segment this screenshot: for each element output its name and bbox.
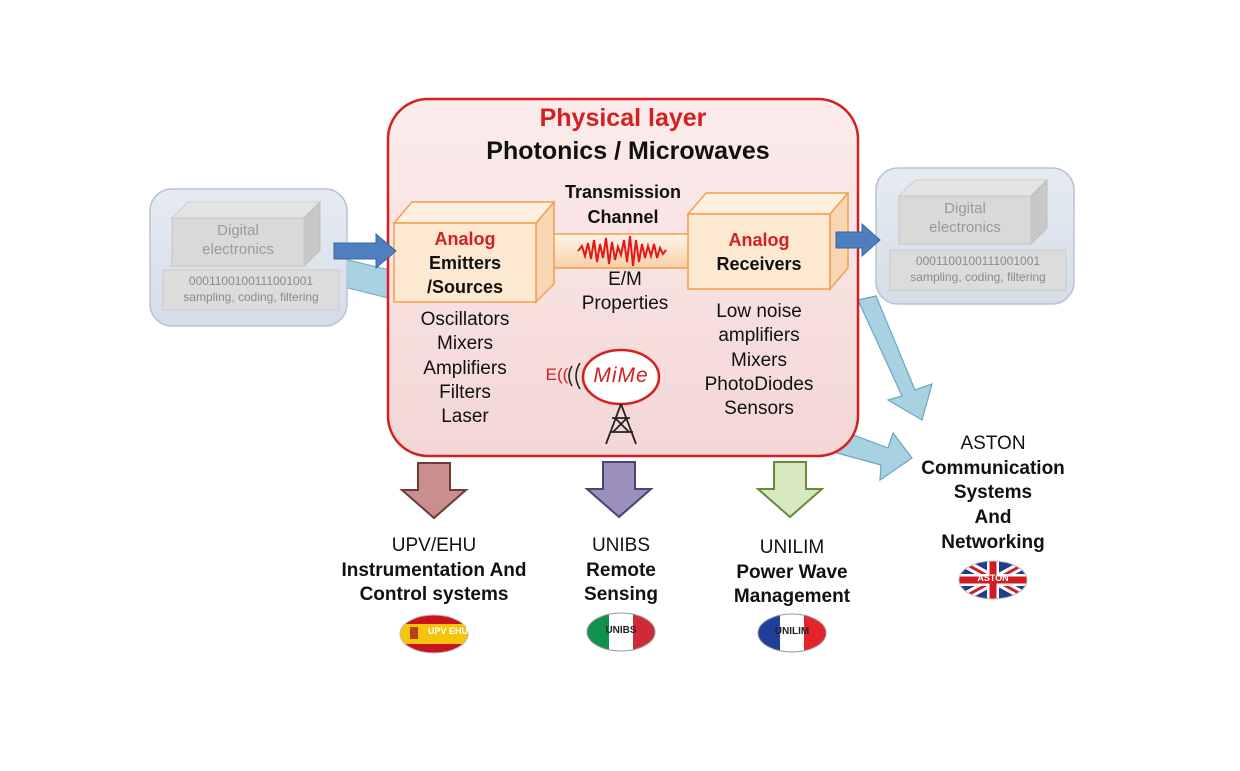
partner-aston-line1: Communication xyxy=(921,457,1065,479)
flag-spain-label: UPV EHU xyxy=(427,626,468,636)
physical-layer-title: Physical layer xyxy=(539,104,707,132)
receiver-item: Mixers xyxy=(731,349,787,371)
partner-aston-line4: Networking xyxy=(941,531,1045,553)
em-properties-label: Properties xyxy=(581,293,669,314)
receivers-label: Receivers xyxy=(716,254,802,274)
flag-france-label: UNILIM xyxy=(774,626,810,637)
digital-left-title-2: electronics xyxy=(202,240,274,258)
mime-tower-logo xyxy=(568,348,661,445)
digital-left-bits: 0001100100111001001 xyxy=(188,274,314,288)
emitter-item: Oscillators xyxy=(420,309,510,330)
arrow-down-upvehu xyxy=(399,462,469,520)
partner-unilim-line2: Management xyxy=(733,586,851,608)
digital-right-title-1: Digital xyxy=(944,200,986,217)
digital-left-caption: 0001100100111001001 sampling, coding, fi… xyxy=(163,274,339,305)
partner-upvehu-line1: Instrumentation And xyxy=(341,559,527,581)
partner-unibs-line1: Remote xyxy=(586,559,656,581)
digital-electronics-left xyxy=(149,188,348,327)
partner-aston: ASTON Communication Systems And Networki… xyxy=(902,432,1084,555)
partner-aston-line2: Systems xyxy=(953,482,1033,504)
partner-unilim-line1: Power Wave xyxy=(736,561,848,583)
arrow-right-to-aston-upper xyxy=(857,295,933,421)
partner-aston-org: ASTON xyxy=(960,433,1026,454)
partner-unilim: UNILIM Power Wave Management xyxy=(712,536,872,610)
digital-electronics-right xyxy=(875,167,1075,305)
flag-italy-label: UNIBS xyxy=(605,625,637,636)
receiver-item: amplifiers xyxy=(718,325,800,347)
physical-layer-panel xyxy=(386,97,860,458)
digital-right-caption: 0001100100111001001 sampling, coding, fi… xyxy=(890,254,1066,285)
partner-upvehu-org: UPV/EHU xyxy=(391,535,477,556)
emitters-label: Emitters xyxy=(428,253,502,273)
arrow-down-unilim xyxy=(755,461,825,519)
partner-upvehu: UPV/EHU Instrumentation And Control syst… xyxy=(314,534,554,608)
arrow-receivers-to-digital xyxy=(835,222,881,258)
partner-unibs-line2: Sensing xyxy=(584,584,658,606)
digital-left-title-1: Digital xyxy=(217,222,259,239)
digital-right-caption-text: sampling, coding, filtering xyxy=(910,269,1046,284)
em-label: E/M xyxy=(608,269,642,290)
emitters-cube xyxy=(392,199,556,304)
receiver-item: PhotoDiodes xyxy=(704,373,814,395)
arrow-down-unibs xyxy=(584,461,654,519)
partner-unilim-org: UNILIM xyxy=(759,537,825,558)
emitter-item: Mixers xyxy=(437,333,493,355)
receiver-item: Low noise xyxy=(716,301,802,322)
digital-left-caption-text: sampling, coding, filtering xyxy=(183,289,319,304)
physical-layer-subtitle: Photonics / Microwaves xyxy=(486,137,770,165)
logo-mime-text: MiMe xyxy=(593,364,649,387)
emitter-item: Amplifiers xyxy=(423,357,507,379)
emitter-item: Laser xyxy=(441,406,489,428)
em-wave-signal xyxy=(577,235,667,267)
emitter-item: Filters xyxy=(439,381,491,403)
transmission-label-2: Channel xyxy=(587,207,659,227)
digital-right-title-2: electronics xyxy=(929,218,1001,236)
emitters-analog-label: Analog xyxy=(434,229,496,249)
emitters-component-list: Oscillators Mixers Amplifiers Filters La… xyxy=(394,308,536,430)
flag-uk-label: ASTON xyxy=(977,573,1009,583)
partner-unibs-org: UNIBS xyxy=(591,535,651,556)
partner-unibs: UNIBS Remote Sensing xyxy=(551,534,691,608)
receiver-item: Sensors xyxy=(724,398,794,420)
receivers-component-list: Low noise amplifiers Mixers PhotoDiodes … xyxy=(682,300,836,422)
flag-france xyxy=(757,613,827,653)
digital-right-bits: 0001100100111001001 xyxy=(915,254,1041,268)
logo-wave-letter: E(( xyxy=(545,365,569,384)
digital-right-title: Digital electronics xyxy=(899,200,1031,238)
receivers-analog-label: Analog xyxy=(728,230,790,250)
sources-label: /Sources xyxy=(426,277,504,297)
partner-aston-line3: And xyxy=(974,507,1012,529)
arrow-digital-to-emitters xyxy=(333,232,397,270)
partner-upvehu-line2: Control systems xyxy=(359,584,509,606)
flag-italy xyxy=(586,612,656,652)
flag-spain xyxy=(399,614,469,654)
digital-left-title: Digital electronics xyxy=(172,222,304,260)
transmission-label-1: Transmission xyxy=(564,182,682,202)
